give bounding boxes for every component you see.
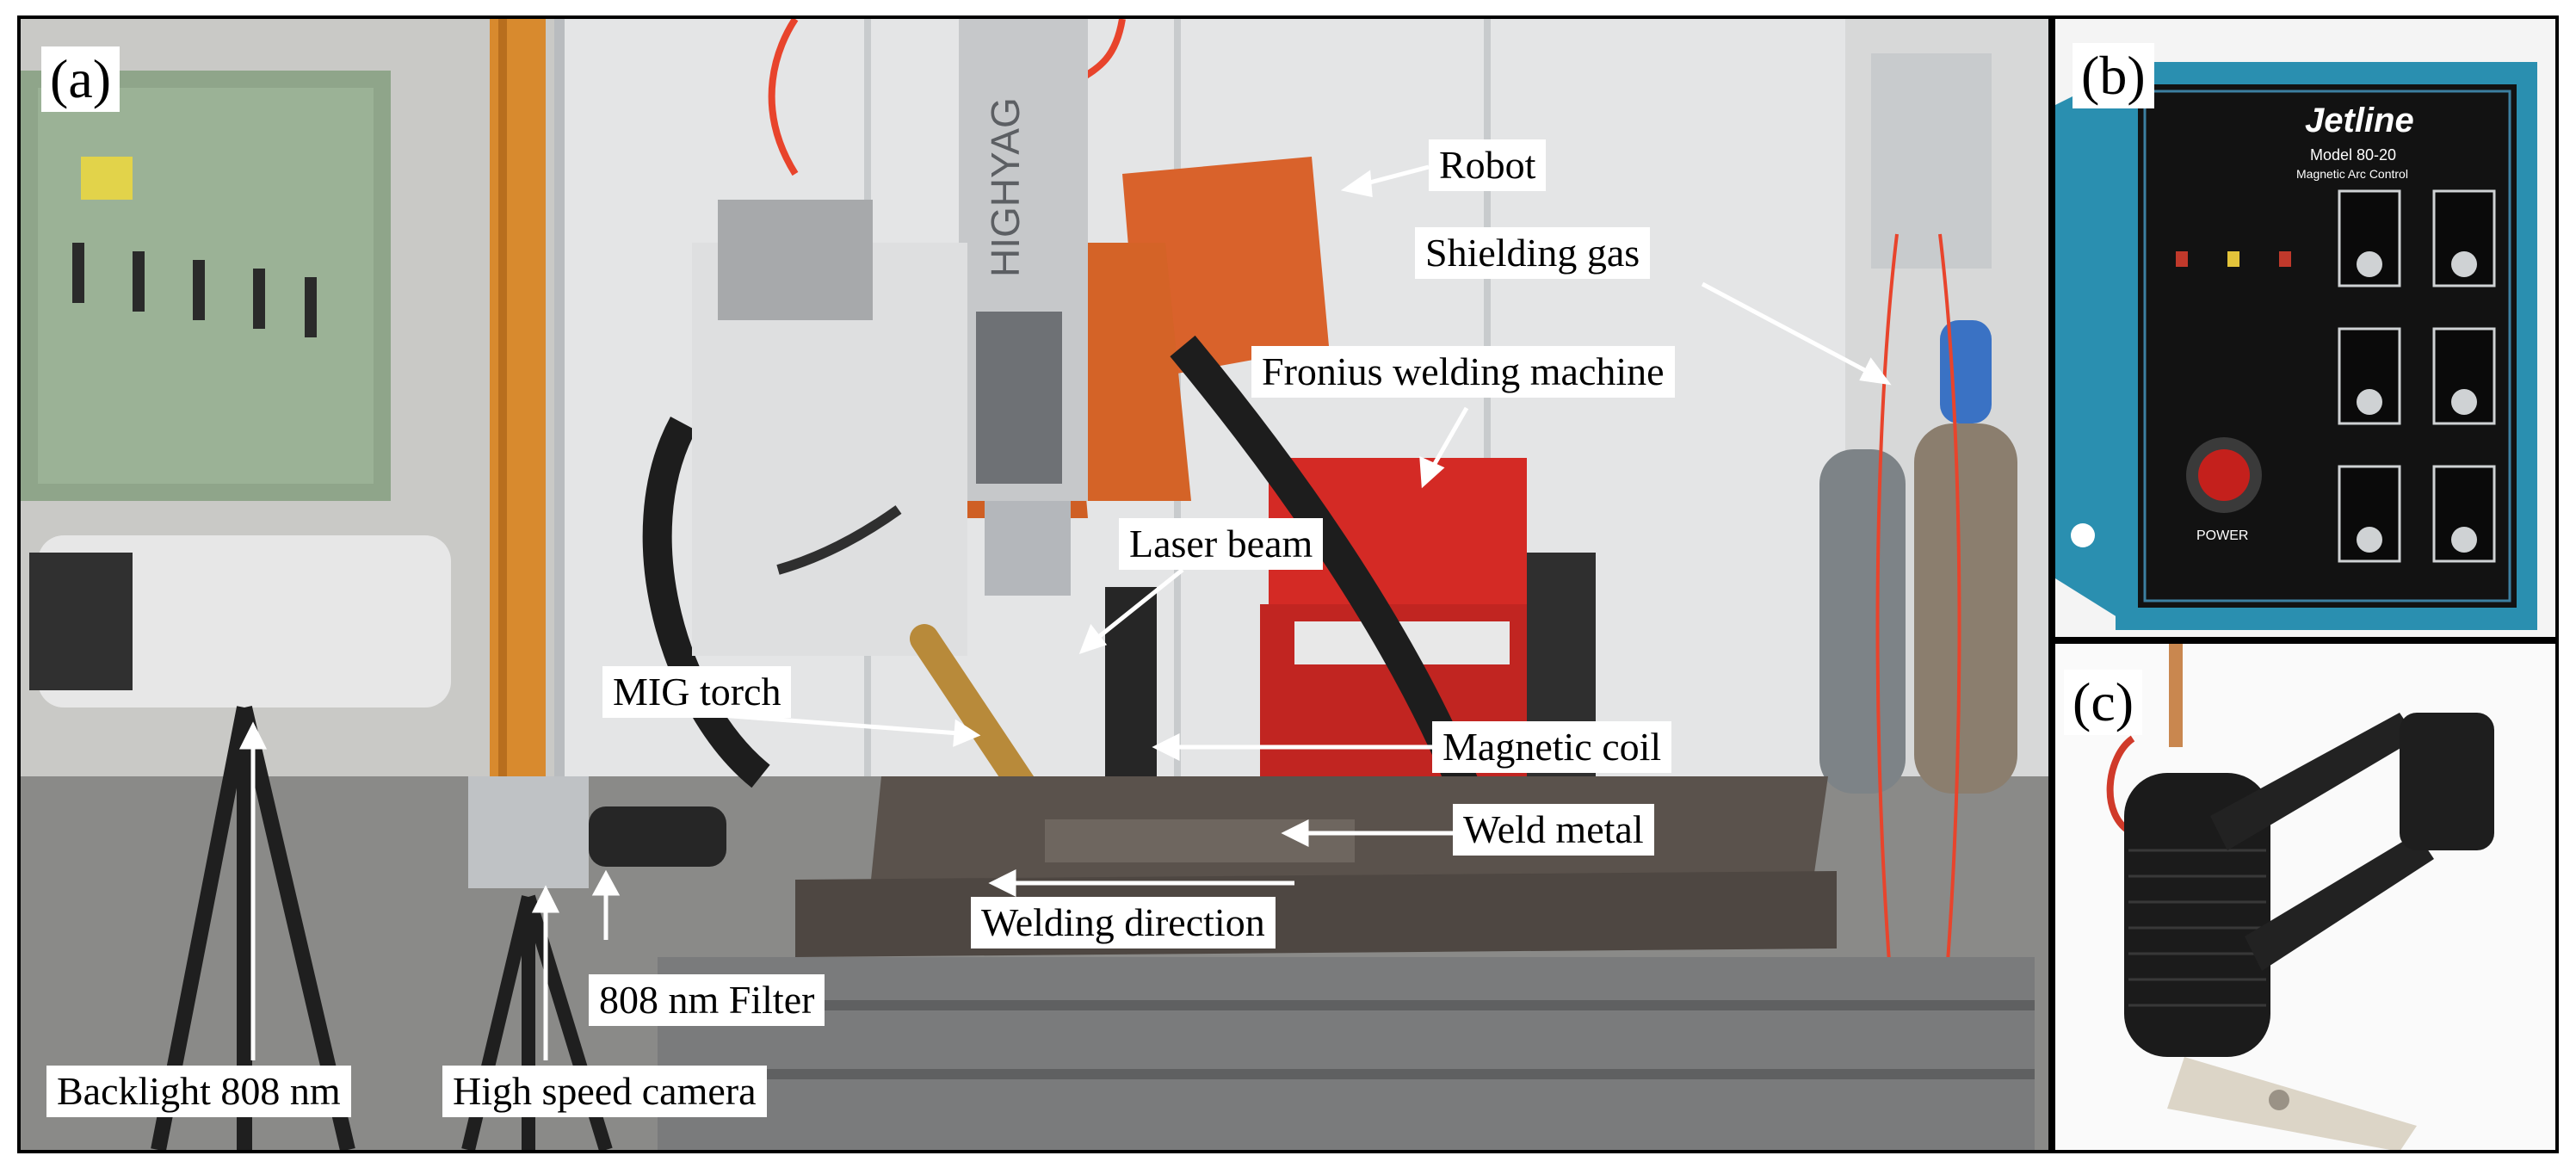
label-weld-metal: Weld metal — [1453, 804, 1654, 856]
label-high-speed-camera: High speed camera — [442, 1066, 767, 1117]
label-laser-beam: Laser beam — [1119, 518, 1324, 570]
annotation-arrows — [238, 164, 1892, 1060]
coil-bracket — [2210, 713, 2417, 850]
label-fronius-welding-machine: Fronius welding machine — [1251, 346, 1675, 398]
label-mig-torch: MIG torch — [602, 666, 792, 718]
panel-a-setup-photo: HIGHYAG — [17, 15, 2052, 1153]
orange-pillar — [490, 19, 546, 794]
control-box-illustration — [2055, 19, 2555, 637]
highyag-brand: HIGHYAG — [983, 97, 1028, 277]
high-speed-camera — [468, 776, 589, 888]
setup-photo-illustration: HIGHYAG — [21, 19, 2048, 1150]
robot-arm — [1122, 157, 1329, 380]
digital-switch-grid — [2338, 189, 2496, 563]
power-label: POWER — [2196, 528, 2249, 543]
panel-a-label: (a) — [41, 46, 120, 112]
gas-cylinder — [1819, 449, 1906, 794]
label-backlight: Backlight 808 nm — [46, 1066, 351, 1117]
label-magnetic-coil: Magnetic coil — [1432, 721, 1672, 773]
label-robot: Robot — [1429, 139, 1547, 191]
label-welding-direction: Welding direction — [971, 897, 1276, 948]
mig-torch — [910, 624, 1042, 808]
panel-c-label: (c) — [2064, 670, 2143, 735]
indicator-leds — [2176, 251, 2291, 267]
panel-b-label: (b) — [2073, 43, 2154, 108]
coil-tab — [2167, 1057, 2417, 1150]
magnetic-coil — [1105, 587, 1157, 776]
label-shielding-gas: Shielding gas — [1415, 227, 1651, 279]
product-name-text: Magnetic Arc Control — [2296, 167, 2408, 181]
label-808nm-filter: 808 nm Filter — [589, 974, 825, 1026]
gas-cylinder — [1914, 423, 2017, 794]
model-text: Model 80-20 — [2310, 146, 2397, 164]
backlight-lamp — [38, 535, 451, 707]
panel-b-control-box-photo: (b) Jetline Model 80-20 Magnetic Arc Con… — [2052, 15, 2559, 640]
panel-c-magnetic-coil-photo: (c) — [2052, 640, 2559, 1153]
jetline-brand: Jetline — [2305, 102, 2414, 139]
